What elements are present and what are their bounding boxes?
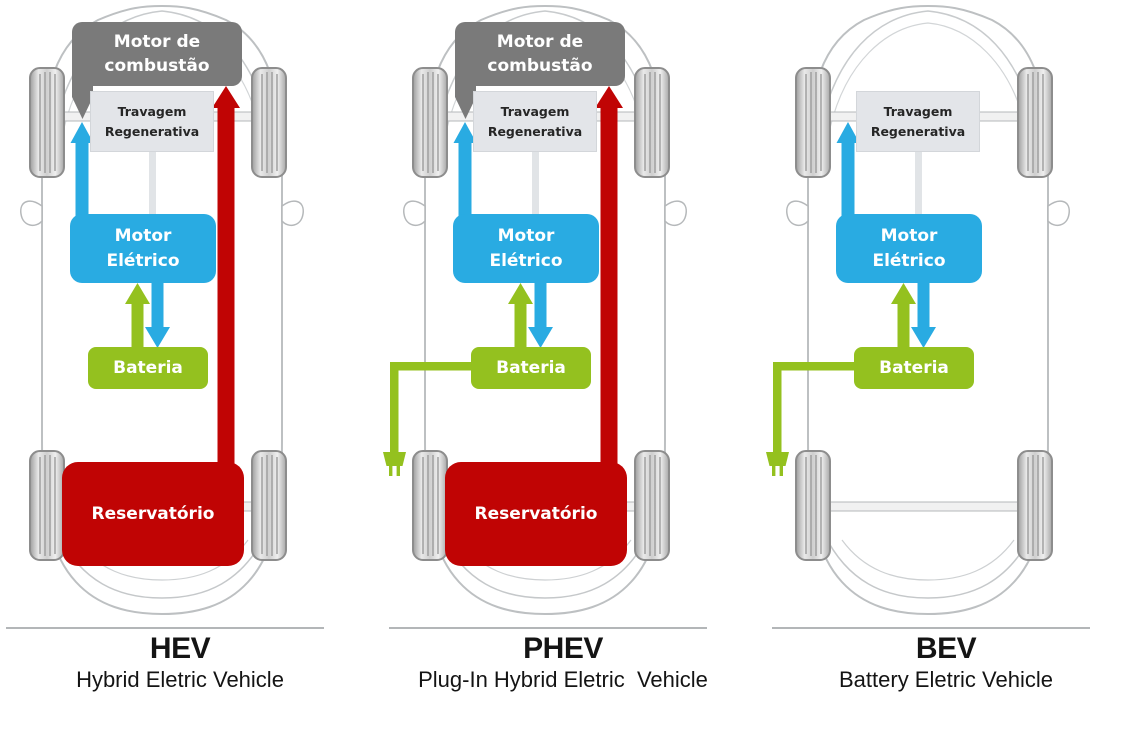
separator-line — [772, 627, 1090, 629]
panel-full-name: Battery Eletric Vehicle — [839, 667, 1053, 692]
battery-to-motor-arrow — [508, 283, 533, 348]
electric-motor-box: Motor Elétrico — [70, 214, 216, 283]
phev-car-drawing — [383, 0, 765, 741]
battery-to-motor-arrow — [125, 283, 150, 348]
battery-box: Bateria — [471, 347, 591, 389]
motor-drive-arrow — [453, 122, 477, 216]
combustion-engine-box: Motor de combustão — [72, 22, 242, 86]
fuel-tank-box: Reservatório — [445, 462, 627, 566]
electric-motor-box: Motor Elétrico — [453, 214, 599, 283]
regenerative-braking-box: Travagem Regenerativa — [856, 91, 980, 152]
panel-acronym: HEV — [149, 632, 211, 665]
regen-connector-line — [149, 150, 156, 216]
fuel-flow-arrow — [595, 86, 623, 466]
bev-car-drawing — [766, 0, 1148, 741]
panel-full-name: Hybrid Eletric Vehicle — [76, 667, 284, 692]
motor-to-battery-arrow — [145, 283, 170, 348]
fuel-tank-box: Reservatório — [62, 462, 244, 566]
motor-drive-arrow — [836, 122, 860, 216]
battery-to-motor-arrow — [891, 283, 916, 348]
regen-connector-line — [532, 150, 539, 216]
combustion-engine-box: Motor de combustão — [455, 22, 625, 86]
panel-phev: Motor de combustão Travagem Regenerativa… — [383, 0, 765, 741]
motor-to-battery-arrow — [528, 283, 553, 348]
motor-to-battery-arrow — [911, 283, 936, 348]
panel-hev: Motor de combustão Travagem Regenerativa… — [0, 0, 382, 741]
battery-box: Bateria — [854, 347, 974, 389]
separator-line — [6, 627, 324, 629]
hev-car-drawing — [0, 0, 382, 741]
panel-bev: Travagem Regenerativa Motor Elétrico Bat… — [766, 0, 1148, 741]
regenerative-braking-box: Travagem Regenerativa — [90, 91, 214, 152]
separator-line — [389, 627, 707, 629]
motor-drive-arrow — [70, 122, 94, 216]
battery-box: Bateria — [88, 347, 208, 389]
fuel-flow-arrow — [212, 86, 240, 466]
regenerative-braking-box: Travagem Regenerativa — [473, 91, 597, 152]
panel-full-name: Plug-In Hybrid Eletric Vehicle — [418, 667, 708, 692]
regen-connector-line — [915, 150, 922, 216]
electric-motor-box: Motor Elétrico — [836, 214, 982, 283]
panel-acronym: BEV — [915, 632, 977, 665]
panel-acronym: PHEV — [523, 632, 603, 665]
